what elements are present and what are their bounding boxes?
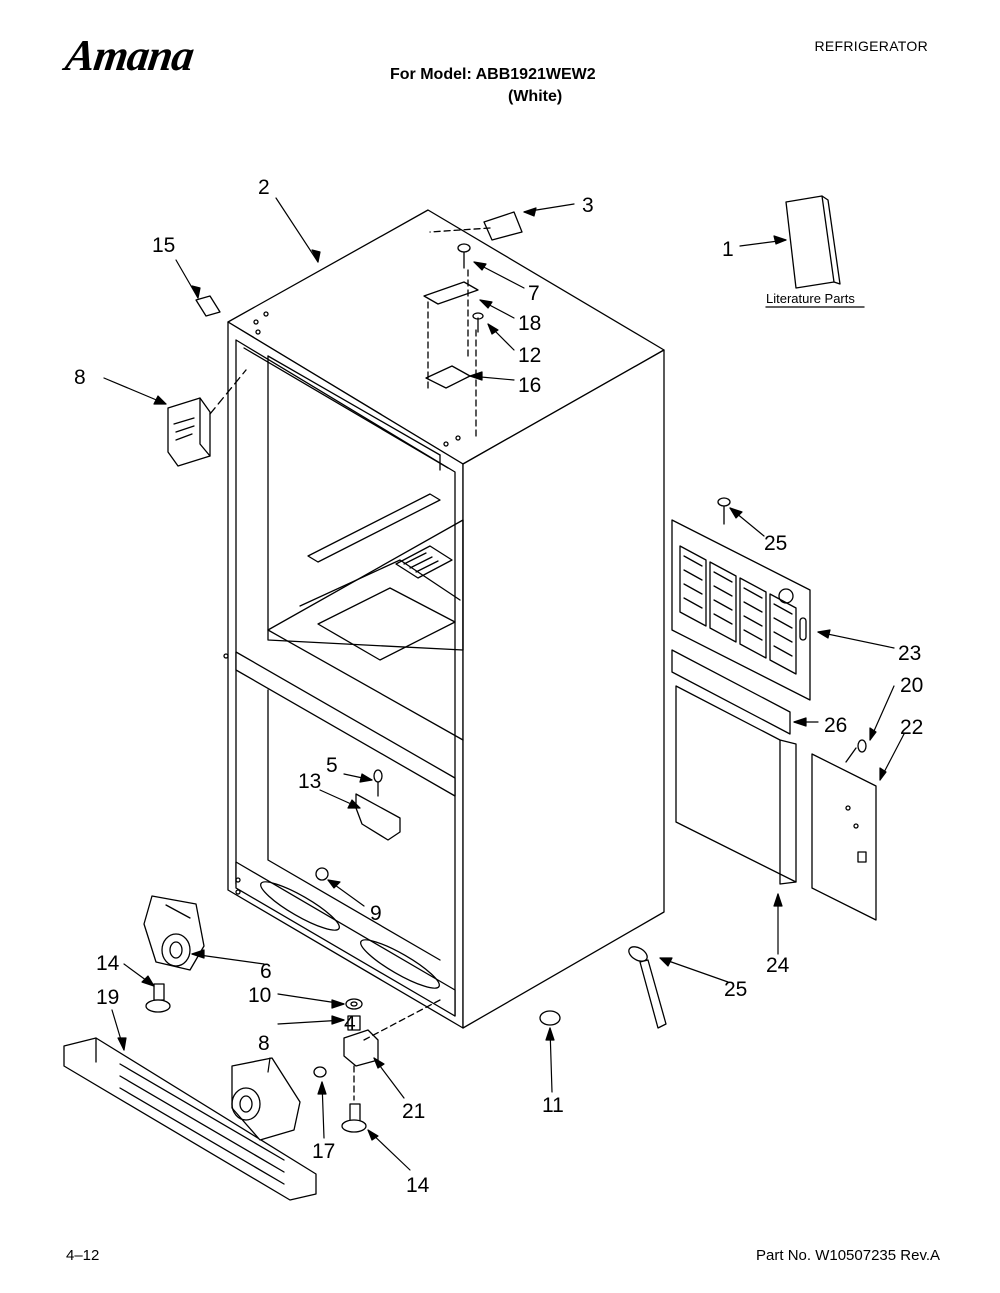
- cabinet: [223, 209, 665, 1029]
- callout-3: 3: [582, 194, 594, 217]
- callout-11: 11: [542, 1094, 564, 1117]
- callout-25-top: 25: [764, 532, 787, 555]
- part-23-access-cover: [671, 497, 811, 735]
- model-title: For Model: ABB1921WEW2: [390, 66, 596, 83]
- part-14-leveler: [145, 983, 171, 1013]
- callout-1: 1: [722, 238, 734, 261]
- callout-25-bottom: 25: [724, 978, 747, 1001]
- callout-15: 15: [152, 234, 175, 257]
- literature-book: [785, 195, 841, 289]
- callout-19: 19: [96, 986, 119, 1009]
- callout-14-right: 14: [406, 1174, 430, 1197]
- part-11-foot: [539, 1010, 561, 1026]
- callout-12: 12: [518, 344, 541, 367]
- callout-2: 2: [258, 176, 270, 199]
- model-color: (White): [508, 88, 563, 105]
- part-19-base-grille: [63, 1037, 317, 1201]
- callout-17: 17: [312, 1140, 335, 1163]
- part-25-wrench: [628, 946, 667, 1029]
- callout-22: 22: [900, 716, 923, 739]
- callout-21: 21: [402, 1100, 425, 1123]
- callout-13: 13: [298, 770, 321, 793]
- callout-14-left: 14: [96, 952, 120, 975]
- right-leveler-group: [313, 998, 441, 1133]
- callout-26: 26: [824, 714, 847, 737]
- leader-lines: [103, 197, 905, 1171]
- category-label: REFRIGERATOR: [814, 38, 928, 54]
- part-6-roller-bracket: [143, 895, 205, 971]
- callout-7: 7: [528, 282, 540, 305]
- callout-4: 4: [344, 1012, 356, 1035]
- literature-parts-label: Literature Parts: [766, 291, 855, 306]
- part-8-control: [167, 369, 247, 467]
- callout-8-top: 8: [74, 366, 86, 389]
- callout-8-bottom: 8: [258, 1032, 270, 1055]
- callout-9: 9: [370, 902, 382, 925]
- callout-numbers: 1 2 3 4 5 6 7 8 8 9 10 11 12 13 14 14 15…: [74, 176, 923, 1197]
- part-22-plate: [811, 739, 877, 921]
- callout-18: 18: [518, 312, 541, 335]
- callout-16: 16: [518, 374, 541, 397]
- callout-23: 23: [898, 642, 921, 665]
- callout-20: 20: [900, 674, 923, 697]
- callout-6: 6: [260, 960, 272, 983]
- part-24-panel: [675, 685, 797, 883]
- part-3-label: [483, 211, 523, 241]
- callout-24: 24: [766, 954, 790, 977]
- part-number: Part No. W10507235 Rev.A: [756, 1247, 940, 1264]
- callout-5: 5: [326, 754, 338, 777]
- part-15-plug: [195, 295, 221, 317]
- part-8-lower-bracket: [231, 1057, 301, 1141]
- page-number: 4–12: [66, 1247, 100, 1264]
- callout-10: 10: [248, 984, 271, 1007]
